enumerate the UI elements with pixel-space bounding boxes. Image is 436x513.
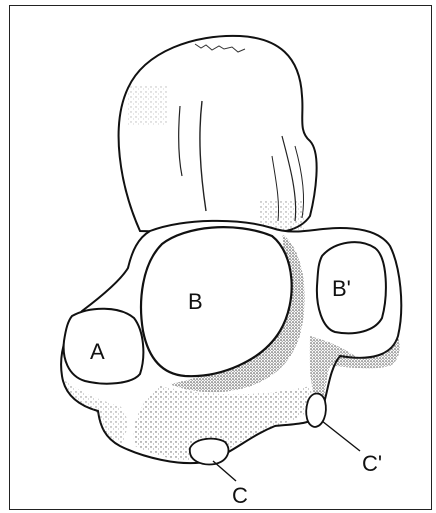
- facet-c: [190, 439, 229, 465]
- facet-b-prime: [317, 242, 386, 333]
- label-b: B: [188, 289, 203, 314]
- label-c: C: [232, 483, 248, 508]
- label-b-prime: B': [332, 276, 351, 301]
- bone-illustration: A B B' C C': [10, 6, 433, 511]
- leader-line-c-prime: [322, 421, 360, 451]
- leader-line-c: [213, 461, 236, 481]
- figure-frame: A B B' C C': [9, 5, 432, 510]
- label-a: A: [90, 339, 105, 364]
- label-c-prime: C': [362, 451, 382, 476]
